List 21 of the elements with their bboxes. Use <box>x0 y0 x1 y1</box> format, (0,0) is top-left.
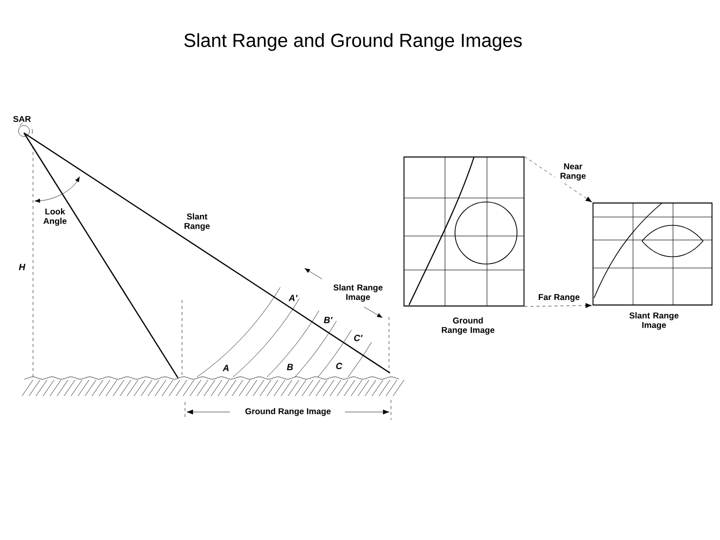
title: Slant Range and Ground Range Images <box>184 33 522 51</box>
image-label: Slant Range Image <box>333 284 382 302</box>
image-panel: Slant Range Image <box>592 202 712 330</box>
edge-label: Far Range <box>537 293 581 303</box>
point-label: C' <box>354 334 363 342</box>
point-label: B' <box>324 316 333 324</box>
dashed-arrow <box>524 156 592 202</box>
edge-label: Near Range <box>555 162 591 182</box>
point-label: A <box>222 364 229 372</box>
point-label: B <box>286 364 293 370</box>
height-label: H <box>18 264 26 270</box>
dimension-label: Ground Range Image <box>244 407 332 417</box>
point-label: C <box>336 362 342 370</box>
node-label: Ground Range Image <box>442 317 494 335</box>
satellite-label: SAR <box>13 116 31 122</box>
point-label: A' <box>288 294 298 302</box>
angle-label: Look Angle <box>43 208 67 226</box>
node-label: Slant Range Image <box>629 312 679 330</box>
image-panel: Ground Range Image <box>404 156 524 335</box>
dashed-arrow <box>524 303 592 308</box>
range-label: Slant Range <box>184 213 210 231</box>
